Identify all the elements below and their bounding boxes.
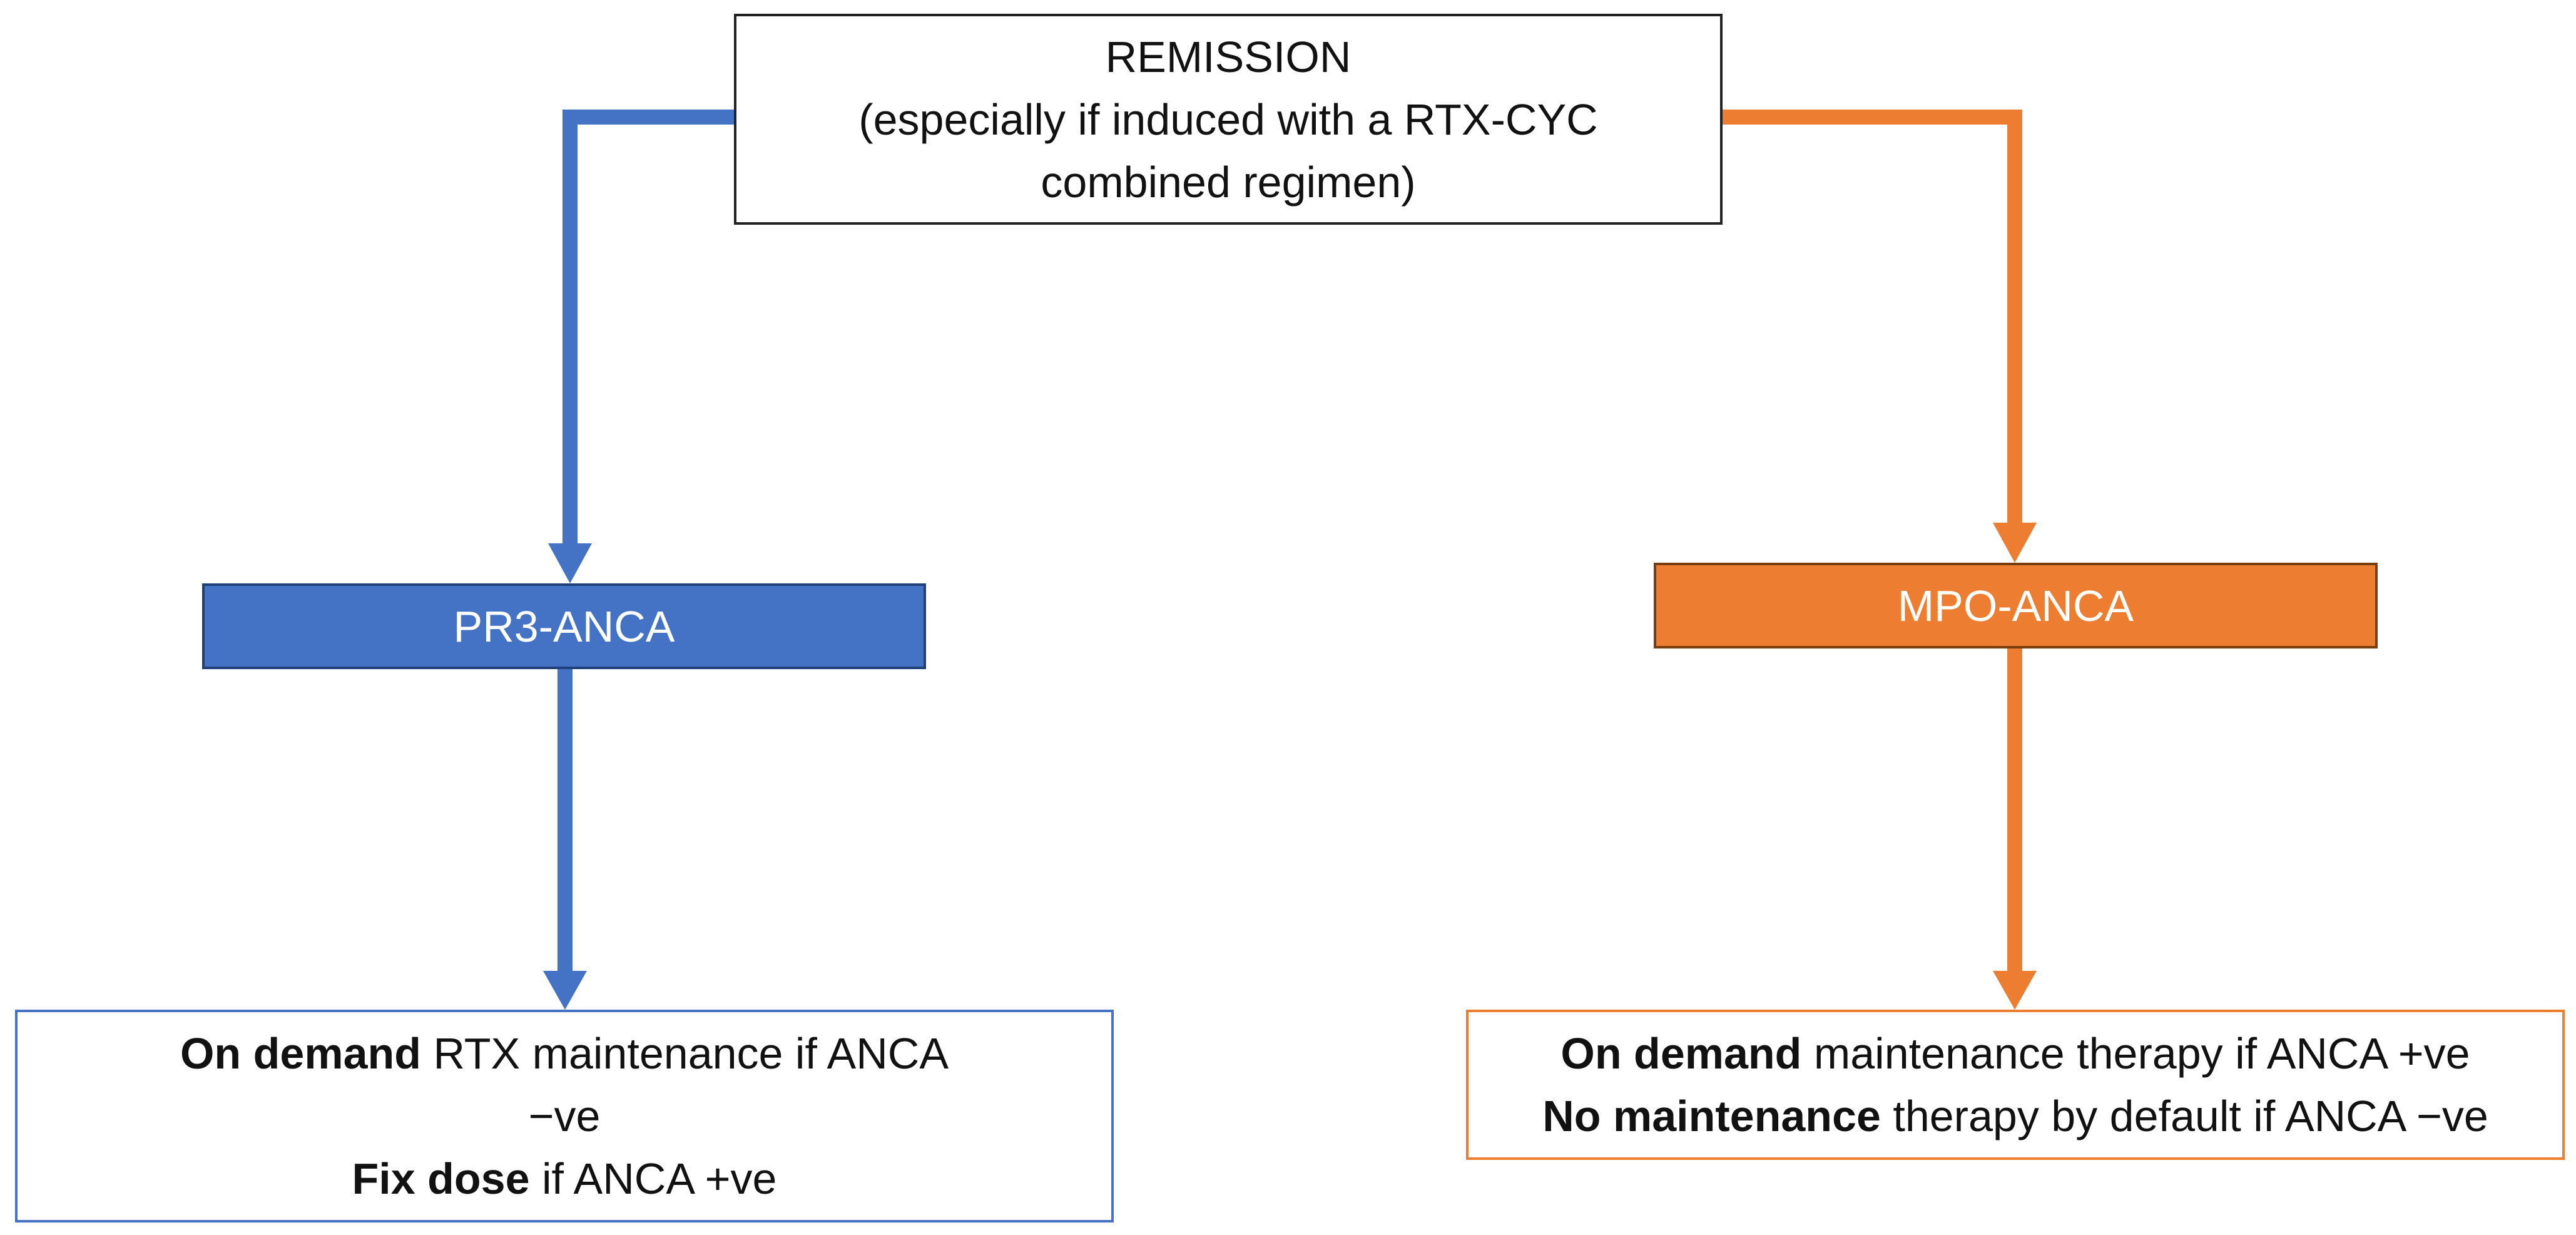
- mpo-outcome-line-2-rest: therapy by default if ANCA −ve: [1880, 1092, 2488, 1140]
- mpo-anca-label: MPO-ANCA: [1897, 581, 2134, 630]
- connector-root-to-pr3: [563, 110, 734, 546]
- pr3-outcome-line-2-rest: if ANCA +ve: [529, 1154, 777, 1203]
- arrowhead-pr3-to-outcome: [543, 971, 587, 1010]
- mpo-outcome-box: On demand maintenance therapy if ANCA +v…: [1466, 1010, 2565, 1160]
- arrowhead-root-to-mpo: [1993, 523, 2037, 563]
- remission-subtitle: (especially if induced with a RTX-CYC co…: [858, 95, 1598, 207]
- pr3-outcome-line-1-rest: RTX maintenance if ANCA −ve: [421, 1029, 949, 1140]
- mpo-anca-box: MPO-ANCA: [1654, 563, 2378, 648]
- remission-box: REMISSION (especially if induced with a …: [734, 14, 1723, 225]
- arrowhead-root-to-pr3: [548, 543, 592, 583]
- arrowhead-mpo-to-outcome: [1993, 971, 2037, 1010]
- pr3-anca-label: PR3-ANCA: [453, 602, 675, 651]
- remission-title: REMISSION: [1105, 32, 1352, 81]
- pr3-outcome-line-1: On demand RTX maintenance if ANCA −ve: [158, 1022, 971, 1147]
- pr3-outcome-line-2: Fix dose if ANCA +ve: [352, 1147, 777, 1210]
- mpo-outcome-line-1: On demand maintenance therapy if ANCA +v…: [1560, 1022, 2470, 1085]
- connector-root-to-mpo: [1723, 110, 2022, 525]
- mpo-outcome-line-1-bold: On demand: [1560, 1029, 1802, 1078]
- mpo-outcome-line-2-bold: No maintenance: [1542, 1092, 1881, 1140]
- mpo-outcome-line-1-rest: maintenance therapy if ANCA +ve: [1801, 1029, 2470, 1078]
- mpo-outcome-line-2: No maintenance therapy by default if ANC…: [1542, 1085, 2488, 1147]
- pr3-outcome-line-1-bold: On demand: [180, 1029, 422, 1078]
- pr3-anca-box: PR3-ANCA: [202, 583, 926, 669]
- pr3-outcome-box: On demand RTX maintenance if ANCA −ve Fi…: [15, 1010, 1114, 1222]
- pr3-outcome-line-2-bold: Fix dose: [352, 1154, 530, 1203]
